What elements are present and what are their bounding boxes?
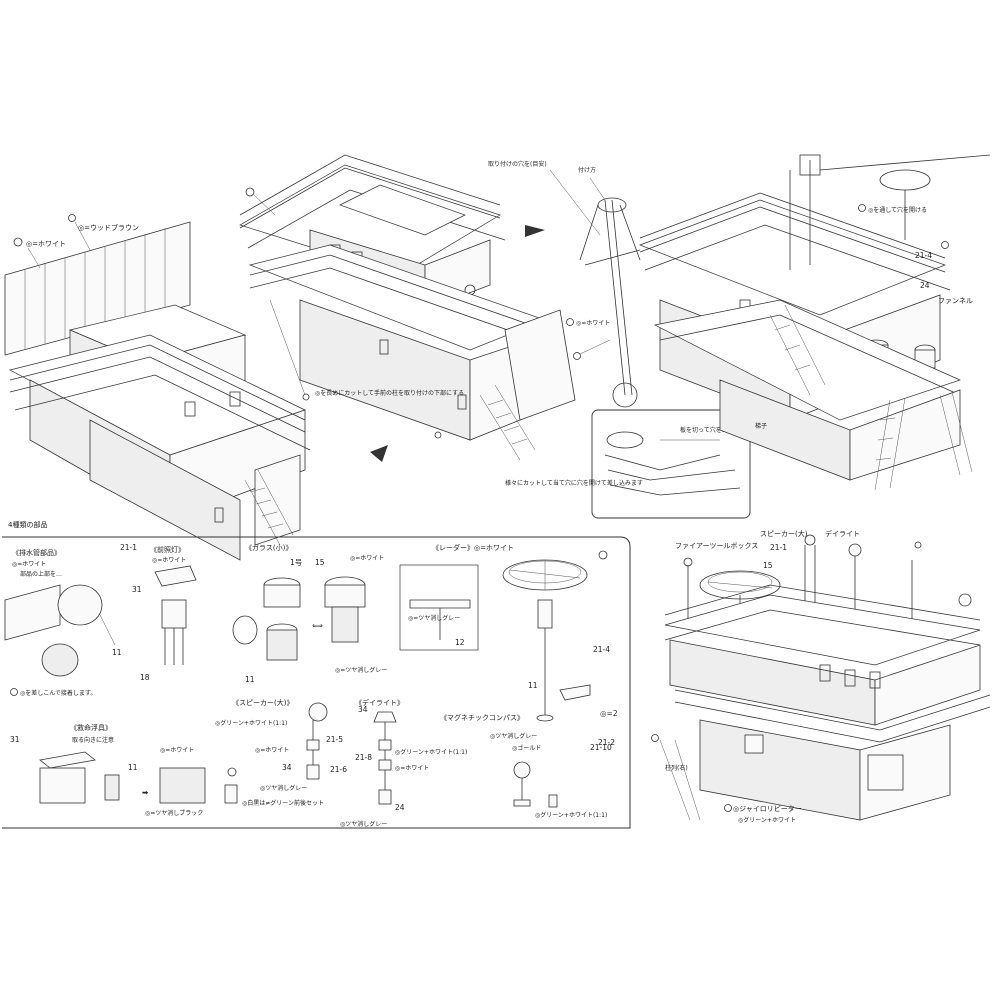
part-number: 21-4 <box>915 251 932 260</box>
compass-gold: ◎ゴールド <box>512 744 541 752</box>
part-number: 24 <box>395 803 405 812</box>
label-railing-right: 柱列(右) <box>665 764 688 772</box>
label-yellow-note: 取り付けの穴を(目安) <box>488 160 547 168</box>
mast-detail: 取り付けの穴を(目安) 付け方 ◎=ホワイト <box>488 160 641 408</box>
box-gray: ◎白黒は≠グリーン前後セット <box>242 799 324 807</box>
label-ladder: 梯子 <box>755 422 767 430</box>
label-wood-brown: ◎=ウッドブラウン <box>78 223 139 232</box>
daylight-white: ◎=ホワイト <box>395 765 429 772</box>
cylinder-attach-note: ◎を差しこんで接着します。 <box>20 689 96 697</box>
part-number: 21-10 <box>590 743 612 752</box>
part-number: 21-8 <box>355 753 372 762</box>
cylinder-title: 《排水管部品》 <box>12 548 61 557</box>
box-note: 取る向きに注意 <box>72 736 114 744</box>
lamp-white: ◎=ホワイト <box>152 557 186 564</box>
box-white: ◎=ホワイト <box>160 747 194 754</box>
cylinder-hint: 部品の上部を… <box>20 570 62 578</box>
cylinder-white: ◎=ホワイト <box>12 561 46 568</box>
cup-white: ◎=ホワイト <box>350 555 384 562</box>
radar-title: 《レーダー》◎=ホワイト <box>432 543 514 552</box>
part-number: 34 <box>282 763 292 772</box>
compass-gray: ◎ツヤ消しグレー <box>490 732 537 740</box>
part-number: 11 <box>245 675 255 684</box>
label-through-hole: ◎を通して穴を開ける <box>868 206 927 214</box>
label-funnel: ファンネル <box>938 297 973 305</box>
bridge-assembly-step-3: ◎を通して穴を開ける 21-4 24 ファンネル 梯子 <box>639 154 991 491</box>
compass-title: 《マグネチックコンパス》 <box>440 713 524 722</box>
part-number: 21-5 <box>326 735 343 744</box>
compass-color: ◎グリーン+ホワイト(1:1) <box>535 811 607 819</box>
part-number: 18 <box>140 673 150 682</box>
label-daylight: デイライト <box>825 529 860 538</box>
box-title: 《救命浮具》 <box>70 723 112 732</box>
part-number: 1号 <box>290 558 302 567</box>
radar-gray: ◎=ツヤ消しグレー <box>408 614 460 622</box>
svg-text:➡: ➡ <box>142 788 149 797</box>
part-number: 21-6 <box>330 765 347 774</box>
cup-gray: ◎=ツヤ消しグレー <box>335 666 387 674</box>
part-number: 21-4 <box>593 645 610 654</box>
part-number: ◎=2 <box>600 709 618 718</box>
part-number: 21-1 <box>770 543 787 552</box>
svg-text:⟺: ⟺ <box>312 621 323 630</box>
part-number: 11 <box>128 763 138 772</box>
daylight-color: ◎グリーン+ホワイト(1:1) <box>395 748 467 756</box>
arrow-icon <box>370 445 388 462</box>
upper-bridge-detail: スピーカー(大) デイライト ファイアーツールボックス 21-1 15 <box>651 529 991 824</box>
bridge-assembly-step-1: ◎=ウッドブラウン ◎=ホワイト <box>4 214 311 561</box>
panel-title: 4種類の部品 <box>8 520 47 529</box>
bridge-assembly-step-2: ◎を長めにカットして手前の柱を取り付けの下部にする <box>239 154 576 462</box>
part-number: 24 <box>920 281 930 290</box>
part-number: 15 <box>763 561 773 570</box>
part-number: 21-1 <box>120 543 137 552</box>
label-gyro-repeater: ◎ジャイロリピーター <box>733 804 802 813</box>
parts-detail-panel: 4種類の部品 《排水管部品》 ◎=ホワイト 部品の上部を… 11 ◎を差しこんで… <box>2 520 631 829</box>
speaker-gray: ◎ツヤ消しグレー <box>260 784 307 792</box>
speaker-color: ◎グリーン+ホワイト(1:1) <box>215 719 287 727</box>
label-gyro-color: ◎グリーン+ホワイト <box>738 816 796 824</box>
part-number: 11 <box>112 648 122 657</box>
arrow-icon <box>525 225 545 237</box>
label-fire-toolbox: ファイアーツールボックス <box>675 542 758 550</box>
part-number: 31 <box>10 735 20 744</box>
part-number: 21-2 <box>598 738 615 747</box>
speaker-title: 《スピーカー(大)》 <box>232 698 293 707</box>
label-white: ◎=ホワイト <box>26 240 66 248</box>
label-speaker: スピーカー(大) <box>760 529 808 538</box>
label-mast-white: ◎=ホワイト <box>576 320 610 327</box>
note-cut-pillar: ◎を長めにカットして手前の柱を取り付けの下部にする <box>315 389 464 397</box>
part-number: 12 <box>455 638 465 647</box>
daylight-title: 《デイライト》 <box>355 698 404 707</box>
lamp-title: 《前照灯》 <box>150 545 185 554</box>
part-number: 11 <box>528 681 538 690</box>
label-mast-attach: 付け方 <box>578 166 596 174</box>
daylight-gray: ◎ツヤ消しグレー <box>340 820 387 828</box>
speaker-white: ◎=ホワイト <box>255 747 289 754</box>
inset-caption: 様々にカットして当て穴に穴を開けて差し込みます <box>505 479 643 487</box>
box-black: ◎=ツヤ消しブラック <box>145 809 203 817</box>
part-number: 34 <box>358 705 368 714</box>
part-number: 15 <box>315 558 325 567</box>
cup-title: 《ガラス(小)》 <box>245 543 292 552</box>
part-number: 31 <box>132 585 142 594</box>
